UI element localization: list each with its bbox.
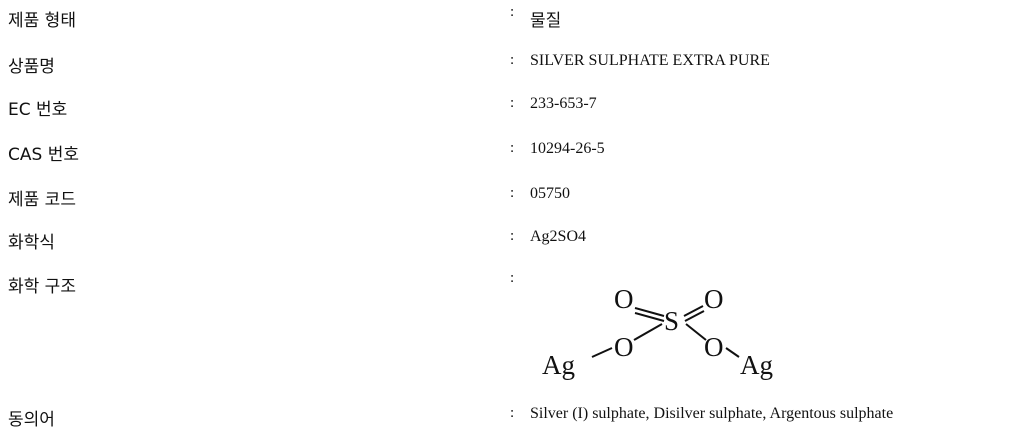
bond-double-left-b [634, 312, 665, 322]
chemical-structure-diagram: O S O O O Ag Ag [542, 284, 773, 380]
atom-oxygen-top-right: O [704, 284, 724, 314]
atom-oxygen-left: O [614, 332, 634, 362]
atom-silver-left: Ag [542, 350, 575, 380]
field-separator: : [510, 185, 515, 201]
bond-oxygen-silver-right [725, 347, 740, 358]
field-row-formula: 화학식 : Ag2SO4 [0, 228, 1014, 258]
bond-double-left-a [634, 307, 665, 317]
field-value: Silver (I) sulphate, Disilver sulphate, … [530, 405, 894, 422]
field-separator: : [510, 140, 515, 156]
field-separator: : [510, 4, 515, 20]
field-value: Ag2SO4 [530, 228, 587, 245]
field-separator: : [510, 52, 515, 68]
field-value: 10294-26-5 [530, 140, 605, 157]
field-label: 화학식 [8, 233, 55, 253]
field-row-product-form: 제품 형태 : 물질 [0, 4, 1014, 36]
bond-oxygen-silver-left [591, 347, 613, 358]
bond-sulfur-oxygen-left [633, 323, 663, 341]
field-label: 동의어 [8, 410, 55, 430]
field-label: 상품명 [8, 57, 55, 77]
atom-silver-right: Ag [740, 350, 773, 380]
field-row-cas-number: CAS 번호 : 10294-26-5 [0, 140, 1014, 170]
field-label: 화학 구조 [8, 277, 76, 297]
field-separator: : [510, 405, 515, 421]
field-row-product-code: 제품 코드 : 05750 [0, 185, 1014, 215]
field-value: 233-653-7 [530, 95, 597, 112]
field-row-ec-number: EC 번호 : 233-653-7 [0, 95, 1014, 125]
field-separator: : [510, 270, 515, 286]
field-label: CAS 번호 [8, 145, 79, 165]
field-label: 제품 형태 [8, 11, 76, 31]
field-value: SILVER SULPHATE EXTRA PURE [530, 52, 770, 69]
field-label: EC 번호 [8, 100, 68, 120]
field-label: 제품 코드 [8, 190, 76, 210]
atom-oxygen-right: O [704, 332, 724, 362]
field-value: 물질 [530, 11, 562, 31]
bond-double-right-b [684, 310, 705, 322]
field-row-trade-name: 상품명 : SILVER SULPHATE EXTRA PURE [0, 52, 1014, 82]
bond-double-right-a [683, 305, 704, 317]
field-row-synonyms: 동의어 : Silver (I) sulphate, Disilver sulp… [0, 405, 1014, 435]
bond-sulfur-oxygen-right [685, 323, 707, 341]
atom-sulfur: S [664, 306, 679, 336]
field-value: 05750 [530, 185, 570, 202]
field-separator: : [510, 228, 515, 244]
field-separator: : [510, 95, 515, 111]
field-row-chemical-structure: 화학 구조 : [0, 270, 1014, 302]
atom-oxygen-top-left: O [614, 284, 634, 314]
